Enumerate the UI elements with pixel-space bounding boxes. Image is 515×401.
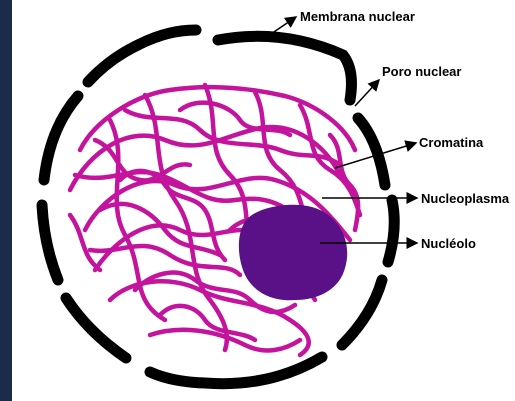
membrane-segment <box>42 205 58 280</box>
leader-poro <box>355 80 379 106</box>
label-nucleoplasma: Nucleoplasma <box>421 191 510 206</box>
nucleolus <box>239 205 347 301</box>
membrane-segment <box>150 357 322 384</box>
membrane-segment <box>88 30 196 82</box>
label-nucleolo: Nucléolo <box>421 236 476 251</box>
membrane-segment <box>66 298 126 358</box>
membrane-segment <box>388 200 394 262</box>
label-poro-nuclear: Poro nuclear <box>382 64 461 79</box>
membrane-segment <box>358 118 385 185</box>
label-cromatina: Cromatina <box>419 135 484 150</box>
membrane-segment <box>342 280 382 345</box>
membrane-segment <box>44 96 78 180</box>
label-membrana-nuclear: Membrana nuclear <box>300 9 415 24</box>
